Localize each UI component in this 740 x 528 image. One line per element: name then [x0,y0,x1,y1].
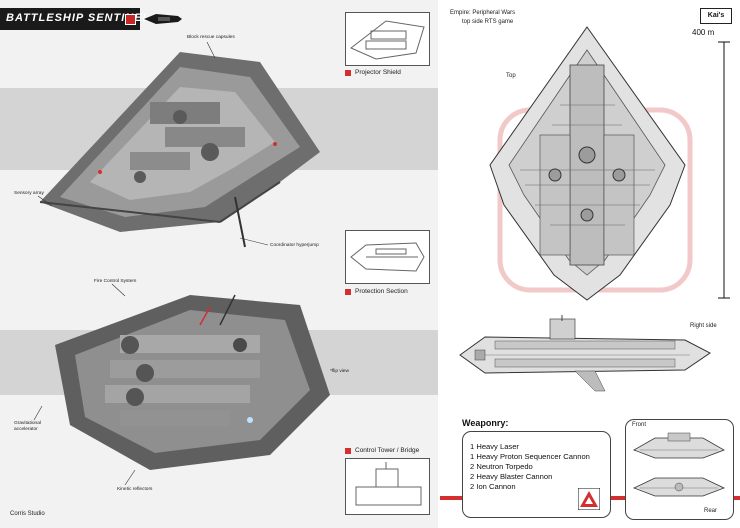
protection-section-marker [345,289,351,295]
weapon-item: 1 Heavy Proton Sequencer Cannon [470,452,590,461]
studio-credit: Corris Studio [10,511,45,517]
callout-coordinator: Coordinator hyperjump [270,243,319,248]
protection-section-sketch [350,242,425,272]
title-bar [0,8,140,30]
ship-schematic-side [459,315,711,392]
weaponry-title: Weaponry: [462,418,509,428]
callout-sensory-array: Sensory array [14,191,44,196]
callout-flip-view: *flip view [330,369,349,374]
control-tower-thumbnail [345,458,430,515]
empire-line-1: Empire: Peripheral Wars [450,10,516,16]
callout-kinetic: Kinetic reflectors [117,487,153,492]
page-title: BATTLESHIP SENTINEL [6,12,151,24]
scale-label: 400 m [692,28,715,37]
projector-shield-marker [345,70,351,76]
callout-gravitational: Gravitational accelerator [14,421,41,432]
callout-fire-control: Fire Control System [94,279,137,284]
protection-section-label: Protection Section [355,288,408,295]
control-tower-sketch [355,462,422,506]
weapon-item: 2 Ion Cannon [470,482,516,491]
empire-line-2: top side RTS game [462,19,514,25]
weapon-item: 2 Neutron Torpedo [470,462,533,471]
view-top-label: Top [506,73,516,79]
ship-render-bottom [55,294,330,470]
accent-bar-left [440,496,465,500]
callout-block-rescue: Block rescue capsules [187,35,235,40]
ship-icon [144,14,182,24]
logo: Kai's [700,8,732,24]
ship-schematic-front [633,432,725,459]
accent-bar-right [730,496,740,500]
view-rear-label: Rear [704,508,718,514]
projector-shield-label: Projector Shield [355,69,401,76]
ship-schematic-top [489,26,686,301]
projector-shield-thumbnail [345,12,430,66]
protection-section-thumbnail [345,230,430,284]
view-right-label: Right side [690,323,717,329]
ship-render-top [39,52,320,248]
control-tower-label: Control Tower / Bridge [355,447,420,454]
title-marker [125,14,136,25]
view-front-label: Front [632,422,647,428]
faction-emblem-icon [578,488,600,510]
control-tower-marker [345,448,351,454]
projector-shield-sketch [350,20,425,60]
ship-schematic-rear [632,477,726,497]
weapon-item: 1 Heavy Laser [470,442,519,451]
weapon-item: 2 Heavy Blaster Cannon [470,472,553,481]
callout-lines [33,41,269,486]
scale-bar [718,41,730,299]
accent-bar-middle [607,496,629,500]
